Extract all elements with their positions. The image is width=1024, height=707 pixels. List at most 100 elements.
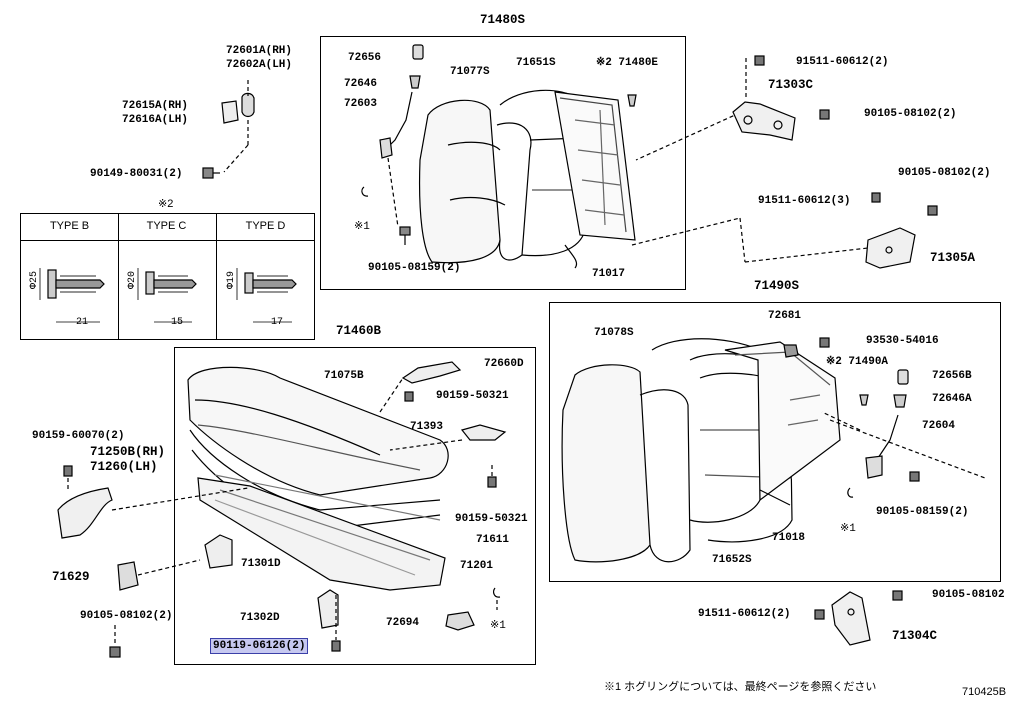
- part-71302d-label[interactable]: 71302D: [240, 612, 280, 624]
- cover-71250b-icon: [57, 487, 113, 539]
- clip-72615a-icon: [221, 80, 255, 124]
- bracket-71301d-icon: [204, 534, 233, 569]
- part-71078s-label[interactable]: 71078S: [594, 327, 634, 339]
- assembly-71480s-label[interactable]: 71480S: [480, 13, 526, 27]
- bolt-90105-a-icon: [819, 109, 830, 120]
- part-90159-50321-b-label[interactable]: 90159-50321: [455, 513, 528, 525]
- part-71201-label[interactable]: 71201: [460, 560, 494, 572]
- part-72603-label[interactable]: 72603: [344, 98, 378, 110]
- type-table: TYPE B TYPE C TYPE D Φ25 21 Φ20 15 Φ19 1…: [20, 213, 315, 340]
- clip-type-d-icon: [244, 272, 297, 294]
- type-d-length: 17: [271, 317, 284, 328]
- clip-type-b-icon: [47, 269, 105, 299]
- part-90105-08102-a-label[interactable]: 90105-08102(2): [864, 108, 957, 120]
- head-restraint-support-right-icon: [865, 369, 909, 479]
- figure-id: 710425B: [962, 686, 1007, 698]
- hog-ring-note-right: ※1: [840, 523, 856, 535]
- part-71260-label[interactable]: 71260(LH): [90, 460, 158, 474]
- screw-90149-icon: [202, 167, 220, 179]
- clip-type-c-icon: [145, 271, 197, 295]
- part-71611-label[interactable]: 71611: [476, 534, 510, 546]
- part-72694-label[interactable]: 72694: [386, 617, 420, 629]
- type-d-diameter: Φ19: [226, 270, 238, 290]
- footnote: ※1 ホグリングについては、最終ページを参照ください: [604, 681, 877, 693]
- hog-ring-note-top: ※1: [354, 221, 370, 233]
- part-72616a-label[interactable]: 72616A(LH): [122, 114, 189, 126]
- part-72681-label[interactable]: 72681: [768, 310, 802, 322]
- part-90149-label[interactable]: 90149-80031(2): [90, 168, 183, 180]
- type-c-length: 15: [171, 317, 184, 328]
- nut-72681-icon: [783, 344, 799, 358]
- part-72656-label[interactable]: 72656: [348, 52, 382, 64]
- hog-ring-note-bottom: ※1: [490, 620, 506, 632]
- seatback-71077s-icon: [418, 89, 586, 269]
- part-90105-08102-d-label[interactable]: 90105-08102(2): [80, 610, 173, 622]
- part-90119-label[interactable]: 90119-06126(2): [210, 638, 309, 654]
- part-71305a-label[interactable]: 71305A: [930, 251, 976, 265]
- head-restraint-support-icon: [379, 44, 424, 159]
- part-71393-label[interactable]: 71393: [410, 421, 444, 433]
- type-b-diameter: Φ25: [29, 270, 41, 290]
- bracket-71302d-icon: [317, 589, 339, 640]
- part-71490a-label[interactable]: ※2 71490A: [826, 356, 889, 368]
- type-b-length: 21: [76, 317, 89, 328]
- part-71017-label[interactable]: 71017: [592, 268, 626, 280]
- part-72601a-label[interactable]: 72601A(RH): [226, 45, 293, 57]
- part-72604-label[interactable]: 72604: [922, 420, 956, 432]
- type-c-diameter: Φ20: [127, 270, 139, 290]
- screw-90105-08159-icon: [399, 226, 411, 245]
- assembly-box-71480s: [320, 36, 686, 290]
- bracket-71304c-icon: [831, 591, 871, 646]
- part-71301d-label[interactable]: 71301D: [241, 558, 281, 570]
- part-90159-60070-label[interactable]: 90159-60070(2): [32, 430, 125, 442]
- part-90105-08159-right-label[interactable]: 90105-08159(2): [876, 506, 969, 518]
- part-72646-label[interactable]: 72646: [344, 78, 378, 90]
- part-71304c-label[interactable]: 71304C: [892, 629, 938, 643]
- part-93530-label[interactable]: 93530-54016: [866, 335, 939, 347]
- bolt-91511-top-icon: [754, 55, 765, 66]
- type-table-note: ※2: [158, 198, 174, 210]
- part-71018-label[interactable]: 71018: [772, 532, 806, 544]
- bracket-71305a-icon: [865, 227, 916, 269]
- assembly-71460b-label[interactable]: 71460B: [336, 324, 382, 338]
- part-91511-mid-label[interactable]: 91511-60612(3): [758, 195, 851, 207]
- cap-71629-icon: [117, 561, 139, 591]
- part-72660d-label[interactable]: 72660D: [484, 358, 524, 370]
- assembly-box-71490s: [549, 302, 1001, 582]
- cap-72694-icon: [445, 611, 475, 631]
- part-71077s-label[interactable]: 71077S: [450, 66, 490, 78]
- part-72602a-label[interactable]: 72602A(LH): [226, 59, 293, 71]
- pin-71480e-icon: [627, 94, 637, 107]
- part-71652s-label[interactable]: 71652S: [712, 554, 752, 566]
- type-d-header: TYPE D: [245, 220, 286, 232]
- frame-71017-icon: [554, 91, 636, 241]
- type-c-header: TYPE C: [146, 220, 187, 232]
- cushion-71075b-icon: [187, 366, 449, 531]
- part-71651s-label[interactable]: 71651S: [516, 57, 556, 69]
- assembly-box-71460b: [174, 347, 536, 665]
- part-91511-bottom-label[interactable]: 91511-60612(2): [698, 608, 791, 620]
- part-71480e-label[interactable]: ※2 71480E: [596, 57, 659, 69]
- part-71303c-label[interactable]: 71303C: [768, 78, 814, 92]
- assembly-71490s-label[interactable]: 71490S: [754, 279, 800, 293]
- part-72615a-label[interactable]: 72615A(RH): [122, 100, 189, 112]
- part-71075b-label[interactable]: 71075B: [324, 370, 364, 382]
- part-72646a-label[interactable]: 72646A: [932, 393, 972, 405]
- part-90105-08102-b-label[interactable]: 90105-08102(2): [898, 167, 991, 179]
- part-71629-label[interactable]: 71629: [52, 570, 90, 584]
- part-90159-50321-a-label[interactable]: 90159-50321: [436, 390, 509, 402]
- hook-71393-icon: [389, 424, 507, 451]
- part-71250b-label[interactable]: 71250B(RH): [90, 445, 166, 459]
- hog-ring-top-icon: [361, 186, 369, 197]
- part-90119-highlight[interactable]: 90119-06126(2): [210, 638, 309, 654]
- part-90105-08102-c-label[interactable]: 90105-08102: [932, 589, 1005, 601]
- frame-71201-icon: [197, 477, 446, 591]
- part-90105-08159-top-label[interactable]: 90105-08159(2): [368, 262, 461, 274]
- hook-72660d-icon: [379, 361, 462, 413]
- bracket-71303c-icon: [732, 101, 796, 141]
- part-91511-top-label[interactable]: 91511-60612(2): [796, 56, 889, 68]
- part-72656b-label[interactable]: 72656B: [932, 370, 972, 382]
- type-b-header: TYPE B: [49, 220, 90, 232]
